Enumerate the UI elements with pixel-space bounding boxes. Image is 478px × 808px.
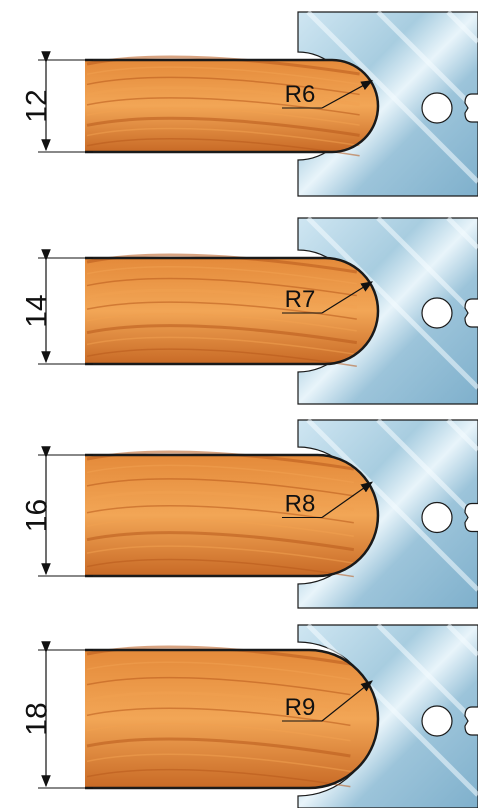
profile-row: 18 R9	[21, 623, 478, 808]
plate-highlight	[306, 418, 478, 592]
wood-grain	[86, 76, 360, 96]
radius-label: R8	[285, 491, 316, 518]
wood-profile	[85, 258, 378, 364]
wood-grain	[86, 313, 357, 332]
mounting-slot-icon	[464, 706, 478, 736]
wood-grain	[86, 531, 355, 552]
wood-grain	[86, 707, 351, 727]
wood-grain	[86, 348, 357, 367]
radius-label: R6	[285, 81, 316, 108]
mounting-slot-icon	[464, 502, 478, 533]
wood-profile	[85, 455, 378, 576]
wood-grain	[86, 127, 360, 147]
wood-grain	[86, 138, 360, 157]
mounting-hole-icon	[421, 501, 453, 534]
wood-grain	[86, 277, 357, 297]
radius-arrow	[321, 680, 373, 722]
wood-profile	[85, 650, 378, 788]
height-label: 18	[21, 702, 54, 735]
wood-profile	[85, 60, 378, 152]
profile-outline	[85, 256, 380, 366]
wood-grain	[86, 505, 354, 524]
plate-highlight	[446, 623, 478, 657]
plate-highlight	[306, 623, 478, 797]
mounting-slot-icon	[464, 298, 478, 328]
plate-highlight	[446, 10, 478, 44]
wood-grain	[86, 722, 351, 742]
plate-highlight	[376, 418, 478, 522]
wood-grain	[86, 324, 358, 345]
wood-grain	[86, 753, 351, 773]
mounting-hole-icon	[421, 705, 453, 737]
wood-grain	[86, 86, 360, 107]
wood-grain	[86, 558, 354, 578]
plate-highlight	[376, 216, 478, 320]
radius-arrow	[321, 281, 374, 314]
wood-grain	[86, 768, 351, 788]
mounting-slot-icon	[464, 93, 478, 123]
wood-grain	[86, 490, 355, 511]
wood-grain	[86, 464, 354, 484]
radius-arrow	[321, 481, 373, 518]
radius-label: R7	[285, 286, 316, 313]
plate-highlight	[306, 216, 478, 390]
plate-highlight	[376, 10, 478, 114]
wood-grain	[86, 266, 357, 285]
wood-grain	[86, 116, 360, 137]
plate-highlight	[376, 623, 478, 727]
wood-grain	[86, 661, 351, 681]
height-label: 14	[21, 294, 54, 327]
wood-grain	[86, 545, 354, 564]
profile-row: 14 R7	[21, 216, 478, 405]
mounting-hole-icon	[421, 92, 453, 124]
wood-grain	[86, 107, 360, 126]
profile-outline	[85, 453, 380, 578]
wood-grain	[86, 518, 354, 537]
profile-row: 16 R8	[21, 418, 478, 609]
wood-grain	[86, 691, 351, 712]
plate-highlight	[446, 216, 478, 250]
wood-grain	[86, 97, 360, 116]
radius-label: R9	[285, 694, 316, 721]
wood-grain	[86, 288, 358, 309]
wood-grain	[86, 66, 360, 85]
height-label: 12	[21, 89, 54, 122]
profile-outline	[85, 58, 380, 154]
wood-grain	[86, 737, 351, 758]
profile-outline	[85, 648, 380, 790]
wood-grain	[86, 478, 354, 497]
mounting-hole-icon	[421, 297, 453, 329]
wood-grain	[86, 676, 351, 696]
plate-highlight	[446, 418, 478, 452]
height-label: 16	[21, 499, 54, 532]
plate-highlight	[306, 10, 478, 184]
wood-grain	[86, 336, 357, 356]
profile-row: 12 R6	[21, 10, 478, 197]
radius-arrow	[321, 80, 374, 109]
